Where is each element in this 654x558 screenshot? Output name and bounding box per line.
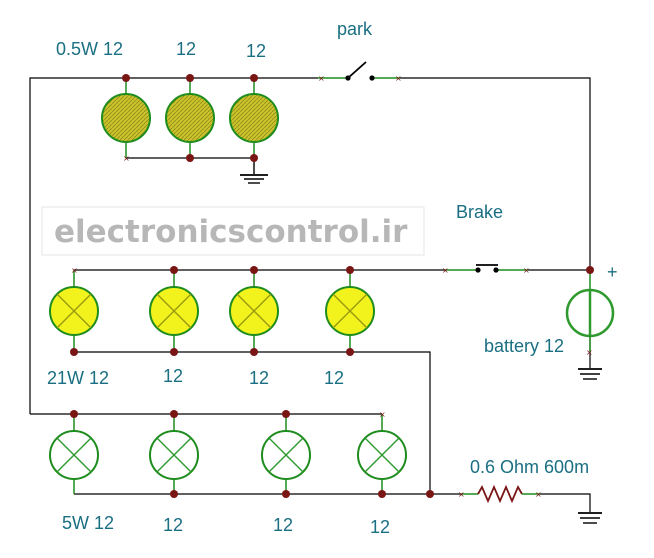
junction-node [250, 348, 258, 356]
park-lamp [165, 78, 215, 158]
resistor-label: 0.6 Ohm 600m [470, 457, 589, 477]
junction-node [282, 410, 290, 418]
open-end-marker: × [379, 410, 386, 419]
junction-node [170, 348, 178, 356]
park-switch-label: park [337, 19, 373, 39]
svg-text:×: × [535, 490, 542, 499]
small-lamp [49, 414, 99, 494]
junction-node [282, 490, 290, 498]
brake-lamp-label: 21W 12 [47, 368, 109, 388]
junction-nodes: × × × [70, 74, 594, 498]
junction-node [70, 348, 78, 356]
park-lamp-label: 12 [176, 39, 196, 59]
park-lamp [101, 78, 151, 158]
brake-lamps-return-wire [74, 351, 431, 494]
junction-node [378, 490, 386, 498]
junction-node [426, 490, 434, 498]
small-lamp [357, 414, 407, 494]
brake-lamp-label: 12 [163, 366, 183, 386]
brake-lamp [49, 270, 99, 352]
watermark-text: electronicscontrol.ir [54, 214, 408, 250]
brake-switch[interactable]: × × [442, 264, 530, 275]
svg-text:×: × [458, 490, 465, 499]
junction-node [586, 266, 594, 274]
junction-node [122, 74, 130, 82]
small-lamp [149, 414, 199, 494]
small-lamp-label: 12 [273, 515, 293, 535]
brake-lamp [229, 270, 279, 352]
junction-node [170, 410, 178, 418]
battery[interactable]: × [565, 270, 615, 357]
brake-lamp-label: 12 [324, 368, 344, 388]
junction-node [346, 266, 354, 274]
resistor-to-ground-wire [540, 493, 591, 512]
svg-text:×: × [523, 266, 530, 275]
junction-node [346, 348, 354, 356]
junction-node [170, 266, 178, 274]
svg-text:×: × [318, 74, 325, 83]
park-lamp [229, 78, 279, 158]
open-end-marker: × [71, 266, 78, 275]
park-switch[interactable]: × × [318, 61, 402, 83]
battery-polarity-label: + [607, 262, 618, 282]
park-to-battery-wire [400, 77, 591, 270]
wires [29, 77, 591, 512]
lamps [49, 78, 407, 494]
junction-node [186, 74, 194, 82]
small-lamp [261, 414, 311, 494]
small-lamp-label: 5W 12 [62, 513, 114, 533]
svg-text:×: × [442, 266, 449, 275]
brake-lamp [149, 270, 199, 352]
junction-node [250, 74, 258, 82]
brake-lamp [325, 270, 375, 352]
labels: park Brake battery 12 + 0.6 Ohm 600m 0.5… [47, 19, 618, 537]
park-lamp-label: 12 [246, 41, 266, 61]
junction-node [170, 490, 178, 498]
resistor[interactable]: × × [458, 484, 542, 504]
junction-node [250, 266, 258, 274]
battery-label: battery 12 [484, 336, 564, 356]
top-rail-wire [29, 77, 318, 414]
brake-lamp-label: 12 [249, 368, 269, 388]
junction-node [70, 410, 78, 418]
svg-text:×: × [395, 74, 402, 83]
park-lamp-label: 0.5W 12 [56, 39, 123, 59]
ground-battery [578, 368, 602, 380]
ground-resistor [578, 512, 602, 524]
junction-node [250, 154, 258, 162]
small-lamp-label: 12 [370, 517, 390, 537]
junction-node [186, 154, 194, 162]
small-lamp-label: 12 [163, 515, 183, 535]
watermark: electronicscontrol.ir [41, 206, 425, 256]
svg-text:×: × [586, 348, 593, 357]
brake-switch-label: Brake [456, 202, 503, 222]
open-end-marker: × [123, 154, 130, 163]
